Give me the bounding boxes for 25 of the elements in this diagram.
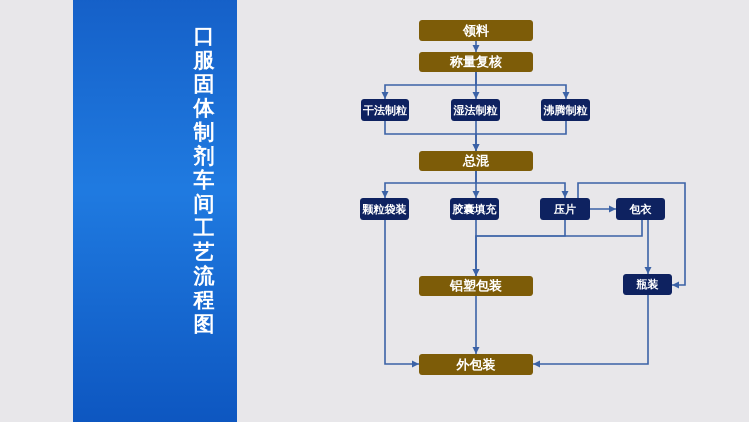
process-box: 领料: [419, 20, 533, 41]
arrow: [472, 41, 480, 52]
arrow: [475, 171, 568, 198]
process-box: 外包装: [419, 354, 533, 375]
process-box: 铝塑包装: [419, 276, 533, 296]
process-box: 胶囊填充: [450, 198, 499, 220]
arrow: [384, 220, 419, 368]
process-box: 干法制粒: [361, 99, 409, 121]
arrow: [475, 72, 570, 99]
process-box: 称量复核: [419, 52, 533, 72]
arrow: [533, 295, 649, 368]
arrow: [472, 220, 643, 276]
process-box: 瓶装: [623, 274, 672, 295]
arrow: [644, 220, 652, 274]
process-box: 包衣: [616, 198, 665, 220]
arrow: [577, 182, 686, 288]
title: 口服固体制剂车间工艺流程图: [192, 24, 216, 336]
process-box: 总混: [419, 151, 533, 171]
arrow: [472, 121, 567, 151]
arrow: [590, 206, 616, 212]
process-box: 压片: [540, 198, 590, 220]
process-box: 沸腾制粒: [541, 99, 590, 121]
process-box: 湿法制粒: [451, 99, 500, 121]
process-box: 颗粒袋装: [360, 198, 409, 220]
arrow: [472, 296, 480, 354]
